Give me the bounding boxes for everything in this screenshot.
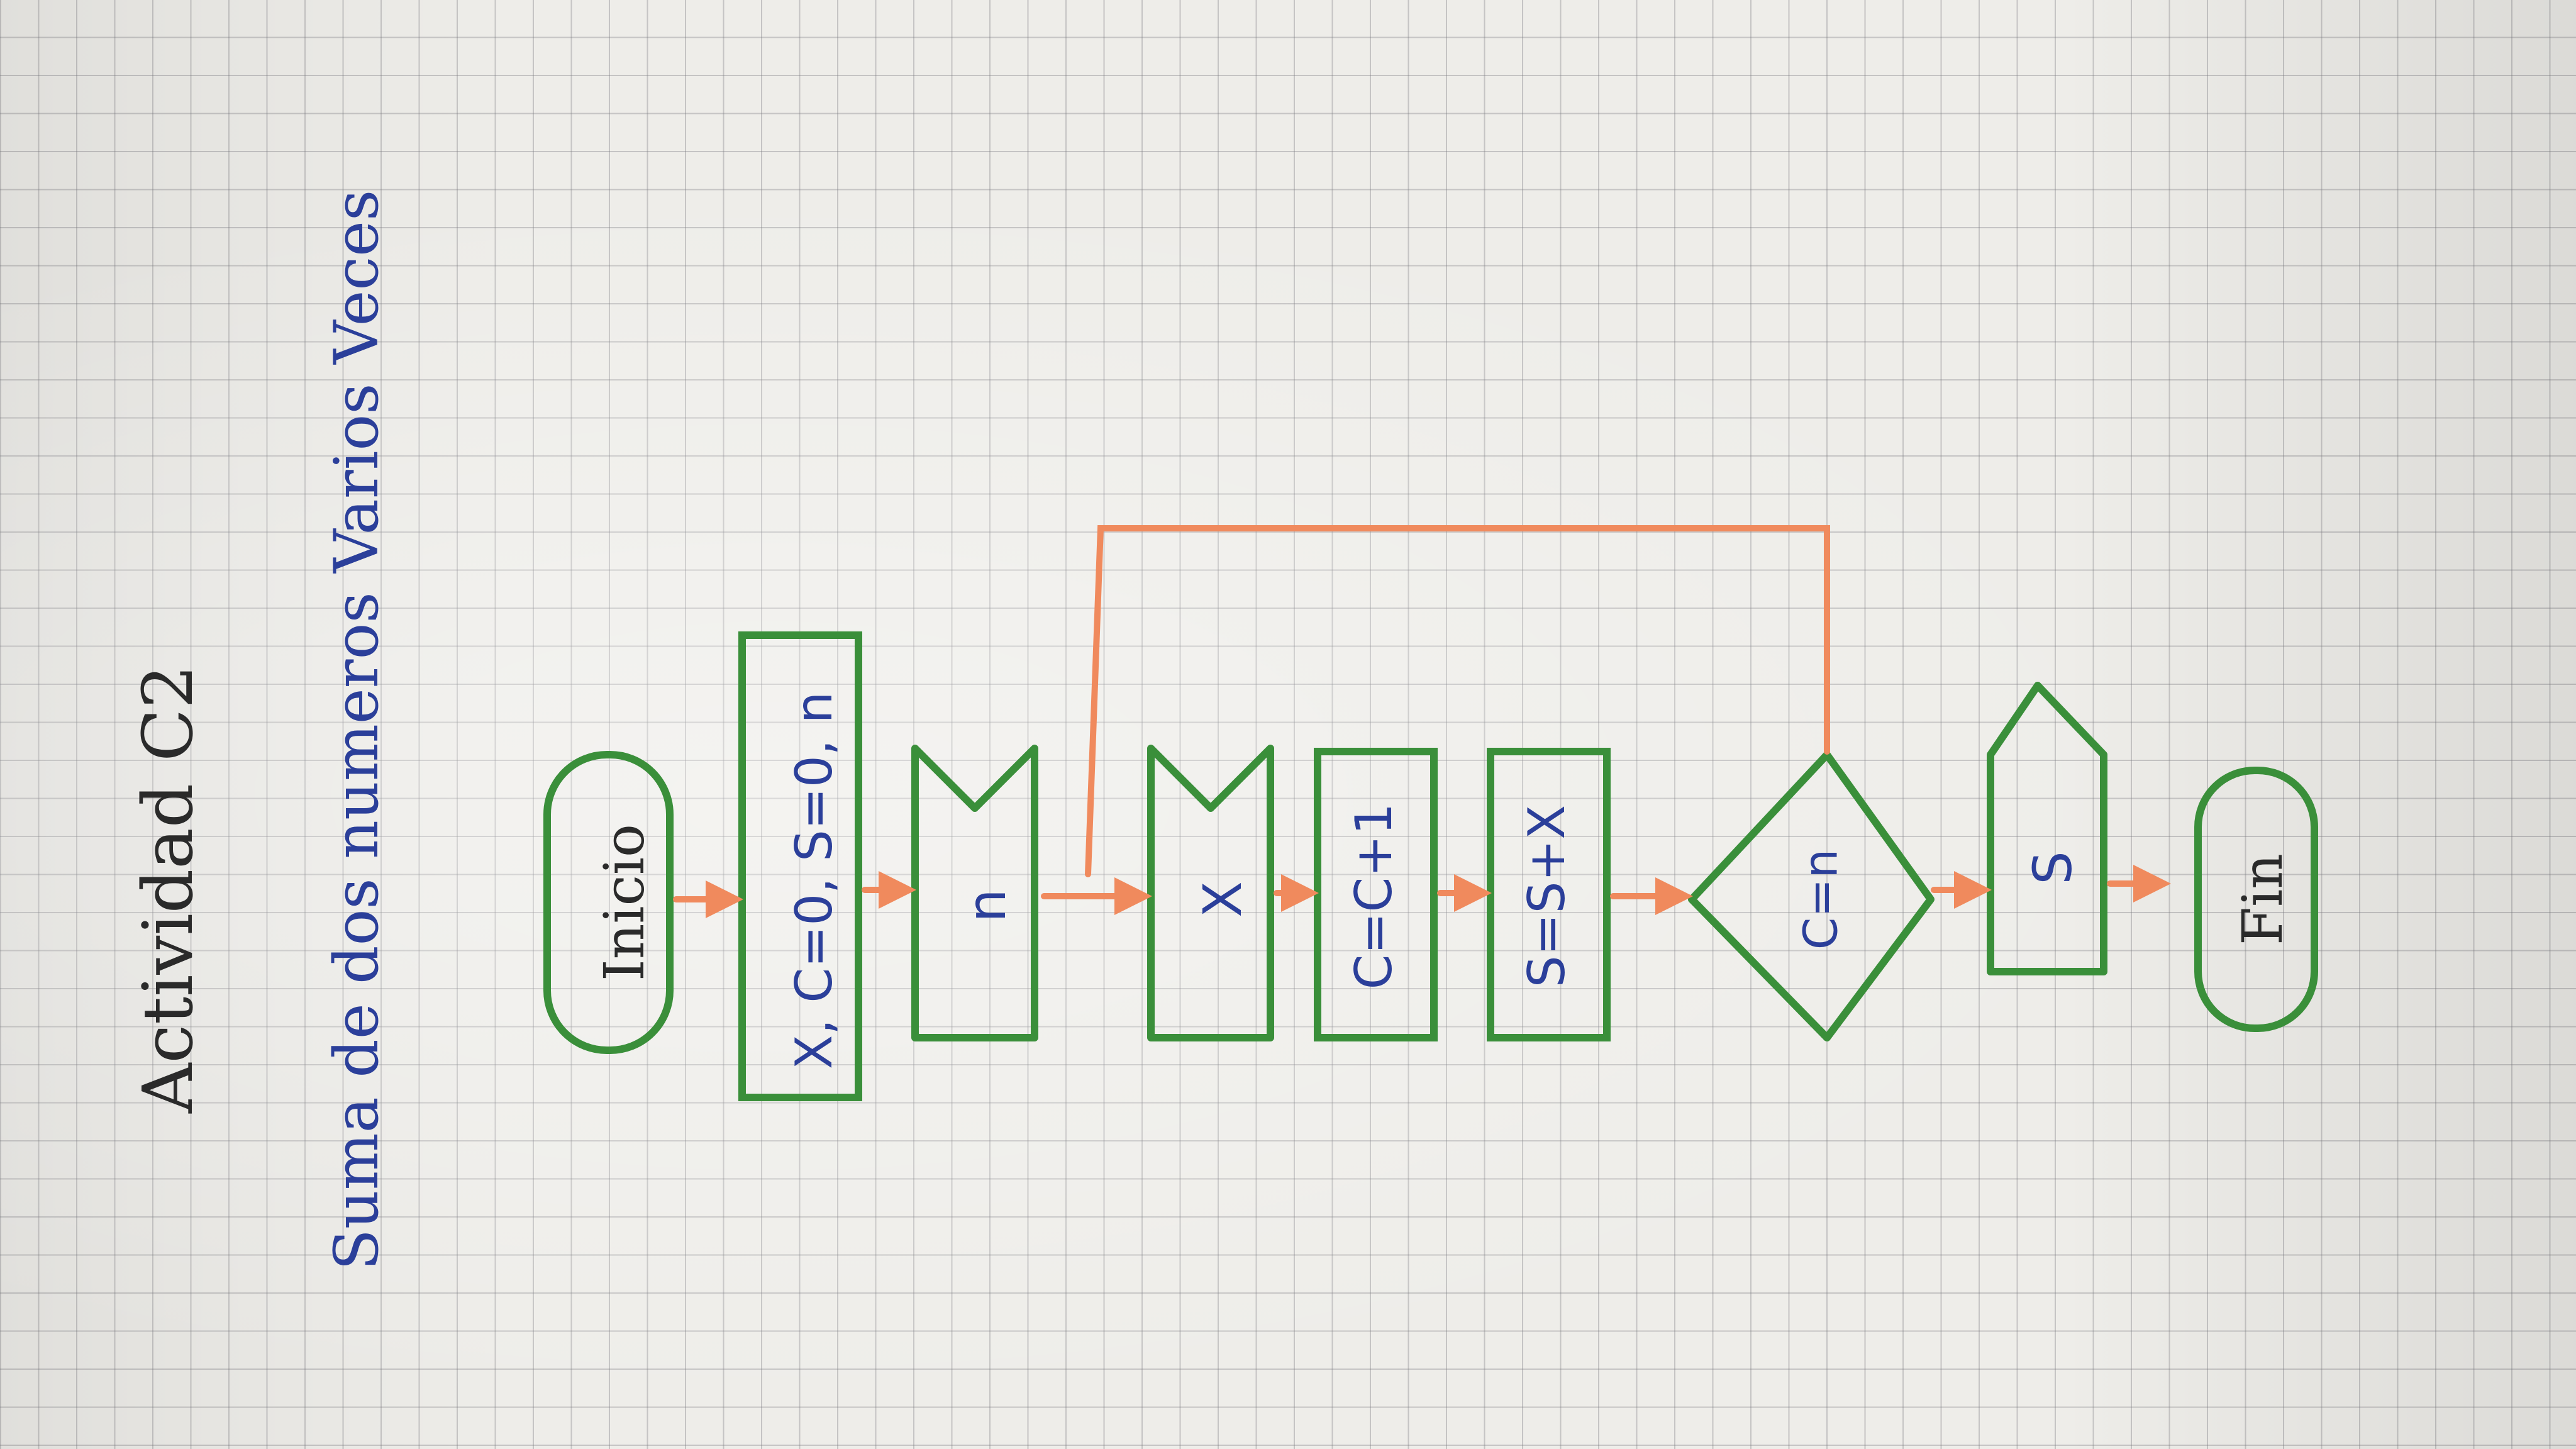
- input-n-label: n: [956, 889, 1018, 922]
- start-label: Inicio: [592, 824, 657, 981]
- sum-label: S=S+X: [1518, 805, 1576, 987]
- input-x-label: X: [1192, 881, 1253, 918]
- loop-back-arrow: [1085, 525, 1830, 877]
- init-process: X, C=0, S=0, n: [738, 631, 862, 1101]
- page-title: Actividad C2: [128, 665, 208, 1114]
- counter-process: C=C+1: [1314, 748, 1438, 1041]
- decision-diamond: C=n: [1688, 751, 1935, 1041]
- start-terminator: Inicio: [543, 751, 674, 1054]
- output-label: S: [2022, 851, 2084, 884]
- page-subtitle: Suma de dos numeros Varios Veces: [321, 190, 392, 1270]
- end-label: Fin: [2230, 853, 2295, 945]
- input-x-shape: X: [1147, 745, 1274, 1041]
- output-shape: S: [1987, 682, 2107, 975]
- counter-label: C=C+1: [1345, 803, 1403, 990]
- sum-process: S=S+X: [1487, 748, 1611, 1041]
- end-terminator: Fin: [2194, 767, 2318, 1032]
- flow-arrows: [673, 525, 2171, 918]
- input-n-shape: n: [911, 745, 1038, 1041]
- init-label: X, C=0, S=0, n: [785, 692, 843, 1070]
- heading: Actividad C2 Suma de dos numeros Varios …: [128, 190, 392, 1270]
- decision-label: C=n: [1794, 849, 1848, 950]
